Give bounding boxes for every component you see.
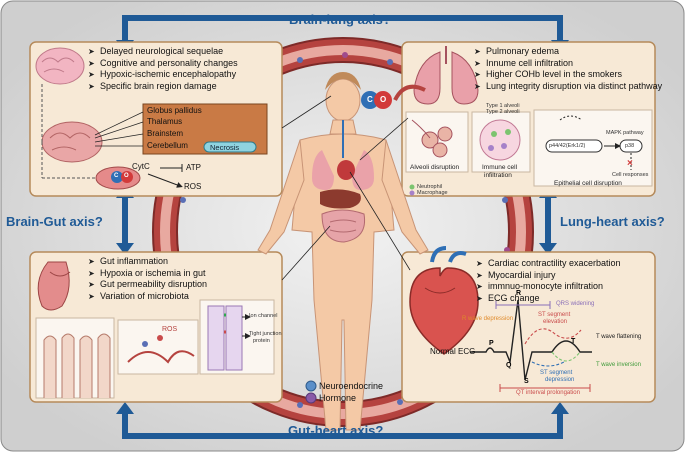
brain-region: Cerebellum — [147, 141, 188, 150]
immune-label-2: infiltration — [484, 172, 512, 179]
ecg-p: P — [489, 340, 494, 347]
immune-art — [479, 119, 521, 161]
region-leaders — [94, 111, 144, 147]
heart-point: immnuo-monocyte infiltration — [476, 281, 621, 293]
brain-points: Delayed neurological sequelae Cognitive … — [88, 46, 238, 92]
gut-point: Variation of microbiota — [88, 291, 207, 303]
gut-points: Gut inflammation Hypoxia or ischemia in … — [88, 256, 207, 302]
r-depression-label: R wave depression — [462, 316, 514, 322]
co-flow-arrow — [393, 84, 426, 101]
heart-points: Cardiac contractility exacerbation Myoca… — [476, 258, 621, 304]
lung-point: Higher COHb level in the smokers — [474, 69, 662, 81]
lung-point: Pulmonary edema — [474, 46, 662, 58]
necrosis-pill — [203, 141, 257, 153]
connectors — [281, 95, 411, 281]
body-co-c: C — [367, 95, 373, 104]
brain-illustration — [35, 47, 183, 190]
brain-co-o: O — [124, 173, 129, 179]
t-flattening-label: T wave flattening — [596, 334, 642, 340]
lung-point: Lung integrity disruption via distinct p… — [474, 81, 662, 93]
ecg-q: Q — [506, 362, 512, 369]
qt-label: QT interval prolongation — [516, 390, 580, 396]
alveoli-disruption-label: Alveoli disruption — [410, 164, 460, 171]
necrosis-label: Necrosis — [210, 143, 240, 152]
gut-point: Gut permeability disruption — [88, 279, 207, 291]
macrophage-dot — [409, 190, 415, 196]
qrs-label: QRS widening — [556, 301, 595, 307]
legend-neuroendocrine: Neuroendocrine — [319, 381, 384, 391]
gut-heart-axis-label: Gut-heart axis? — [288, 423, 384, 438]
p38-label: p38 — [625, 143, 635, 149]
ros-box — [117, 319, 199, 375]
brain-region: Globus pallidus — [147, 106, 202, 115]
junction-art — [207, 305, 251, 371]
axis-arrows — [122, 15, 563, 439]
type2-label: Type 2 alveoli — [486, 109, 520, 115]
villi-art — [43, 333, 111, 398]
neutrophil-dot — [409, 184, 415, 190]
brain-region: Thalamus — [147, 117, 183, 126]
p44-label: p44/42(Erk1/2) — [549, 143, 586, 149]
lung-illustration — [413, 46, 479, 105]
ecg-t: T — [571, 338, 576, 345]
co-oxygen — [374, 91, 392, 109]
brain-point: Hypoxic-ischemic encephalopathy — [88, 69, 238, 81]
t-inversion-label: T wave inversion — [596, 362, 641, 368]
legend-hormone: Hormone — [319, 393, 357, 403]
gut-ros-label: ROS — [162, 326, 178, 333]
co-carbon — [361, 91, 379, 109]
ecg-s: S — [524, 378, 529, 385]
lung-heart-axis-label: Lung-heart axis? — [560, 214, 665, 229]
brain-lung-axis-label: Brain-lung axis? — [289, 12, 391, 27]
ros-label: ROS — [184, 182, 202, 191]
brain-gut-axis-label: Brain-Gut axis? — [6, 214, 103, 229]
vessel-ring — [152, 37, 534, 427]
brain-co-c: C — [114, 173, 119, 179]
brain-point: Specific brain region damage — [88, 81, 238, 93]
human-body — [257, 72, 429, 431]
st-elevation-label-2: elevation — [543, 319, 568, 325]
svg-text:×: × — [627, 158, 633, 169]
mapk-label: MAPK pathway — [606, 130, 644, 136]
ecg-r: R — [516, 290, 522, 297]
lung-points: Pulmonary edema Innume cell infiltration… — [474, 46, 662, 92]
brain-region: Brainstem — [147, 129, 184, 138]
heart-illustration — [409, 246, 479, 355]
epithelial-art: × — [545, 115, 643, 170]
st-depression-label-2: depression — [545, 377, 575, 383]
type1-label: Type 1 alveoli — [486, 103, 520, 109]
gut-illustration — [37, 261, 71, 311]
gut-point: Hypoxia or ischemia in gut — [88, 268, 207, 280]
body-co-o: O — [380, 95, 387, 104]
macrophage-label: Macrophage — [417, 190, 448, 196]
heart-point: Cardiac contractility exacerbation — [476, 258, 621, 270]
lung-point: Innume cell infiltration — [474, 58, 662, 70]
cell-responses-label: Cell responses — [612, 172, 649, 178]
gut-point: Gut inflammation — [88, 256, 207, 268]
epithelial-label: Epithelial cell disruption — [554, 180, 622, 187]
tight-junction-label-1: Tight junction — [249, 331, 282, 337]
heart-point: ECG change — [476, 293, 621, 305]
atp-label: ATP — [186, 163, 201, 172]
st-depression-label-1: ST segment — [540, 370, 573, 376]
ion-channel-label: Ion channel — [249, 313, 278, 319]
brain-point: Cognitive and personality changes — [88, 58, 238, 70]
cytc-label: CytC — [132, 162, 150, 171]
immune-label-1: Immune cell — [482, 164, 518, 171]
hormone-dot — [305, 392, 317, 404]
brain-point: Delayed neurological sequelae — [88, 46, 238, 58]
heart-point: Myocardial injury — [476, 270, 621, 282]
neutrophil-label: Neutrophil — [417, 184, 443, 190]
st-elevation-label-1: ST segment — [538, 312, 571, 318]
alveoli-art — [411, 119, 453, 158]
neuroendocrine-dot — [305, 380, 317, 392]
tight-junction-label-2: protein — [253, 338, 270, 344]
normal-ecg-label: Normal ECG — [430, 347, 476, 356]
ros-art — [127, 335, 195, 364]
